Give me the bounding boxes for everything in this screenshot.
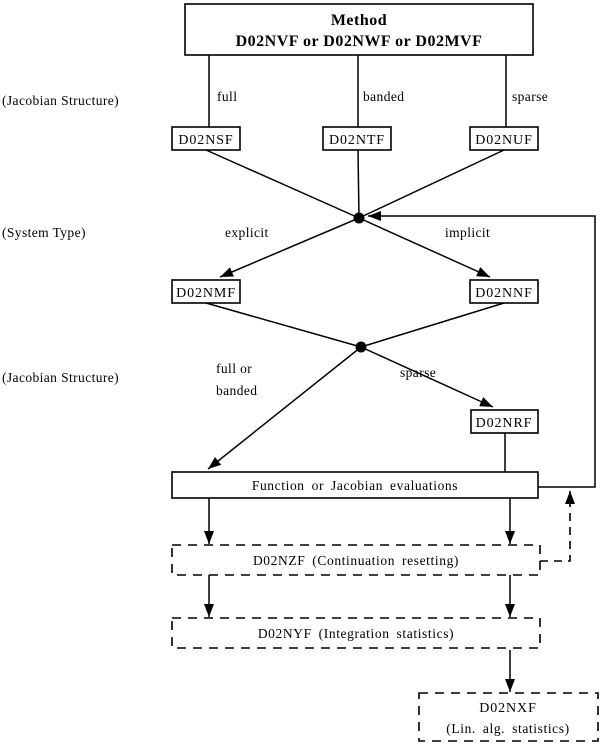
d02nmf-box <box>171 279 241 304</box>
d02ntf-box <box>322 126 392 151</box>
junction-system-type-dot <box>353 212 365 224</box>
method-routines: D02NVF or D02NWF or D02MVF <box>236 33 483 50</box>
side-label-system-type: (System Type) <box>2 225 86 240</box>
function-eval-box <box>171 471 539 499</box>
d02nyf-box <box>171 617 541 649</box>
edge-junction1-d02nmf <box>219 217 360 278</box>
side-label-jacobian-structure-2: (Jacobian Structure) <box>2 370 119 385</box>
branch-label-banded-2: banded <box>216 383 257 398</box>
d02nzf-box <box>171 544 541 576</box>
edge-feedback-d02nzf-function <box>540 491 575 562</box>
d02nrf-box <box>470 409 539 434</box>
branch-label-full-or: full or <box>216 361 252 376</box>
function-eval-label: Function or Jacobian evaluations <box>252 478 458 493</box>
side-label-jacobian-structure-1: (Jacobian Structure) <box>2 93 119 108</box>
branch-label-banded: banded <box>363 89 404 104</box>
edge-d02nuf-junction1 <box>358 149 505 219</box>
d02nuf-box <box>469 126 539 151</box>
d02ntf-label: D02NTF <box>329 133 385 148</box>
d02nuf-label: D02NUF <box>475 133 533 148</box>
d02nxf-box <box>418 692 599 742</box>
branch-label-full: full <box>217 89 237 104</box>
d02nnf-box <box>469 279 539 304</box>
branch-label-implicit: implicit <box>445 225 490 240</box>
d02nxf-desc-label: (Lin. alg. statistics) <box>446 721 569 736</box>
d02nyf-label: D02NYF (Integration statistics) <box>258 626 454 641</box>
d02nxf-name-label: D02NXF <box>479 701 537 716</box>
d02nsf-box <box>171 126 241 151</box>
edge-junction1-d02nnf <box>358 217 491 278</box>
d02nmf-label: D02NMF <box>176 286 236 301</box>
d02nzf-label: D02NZF (Continuation resetting) <box>253 553 459 568</box>
method-title: Method <box>331 12 387 29</box>
edge-feedback-function-junction1 <box>368 211 596 488</box>
branch-label-sparse: sparse <box>512 89 548 104</box>
d02nrf-label: D02NRF <box>476 416 533 431</box>
d02nsf-label: D02NSF <box>178 133 233 148</box>
edge-d02nmf-junction2 <box>205 302 362 348</box>
method-box <box>184 3 534 56</box>
edge-junction2-d02nrf <box>360 346 494 408</box>
branch-label-sparse-2: sparse <box>400 365 436 380</box>
d02nnf-label: D02NNF <box>475 286 533 301</box>
junction-jacobian-structure-dot <box>355 341 367 353</box>
edge-d02ntf-junction1 <box>357 149 360 219</box>
branch-label-explicit: explicit <box>225 225 269 240</box>
edge-d02nsf-junction1 <box>205 149 360 219</box>
edge-d02nnf-junction2 <box>360 302 505 348</box>
edge-junction2-function-eval <box>207 346 362 470</box>
